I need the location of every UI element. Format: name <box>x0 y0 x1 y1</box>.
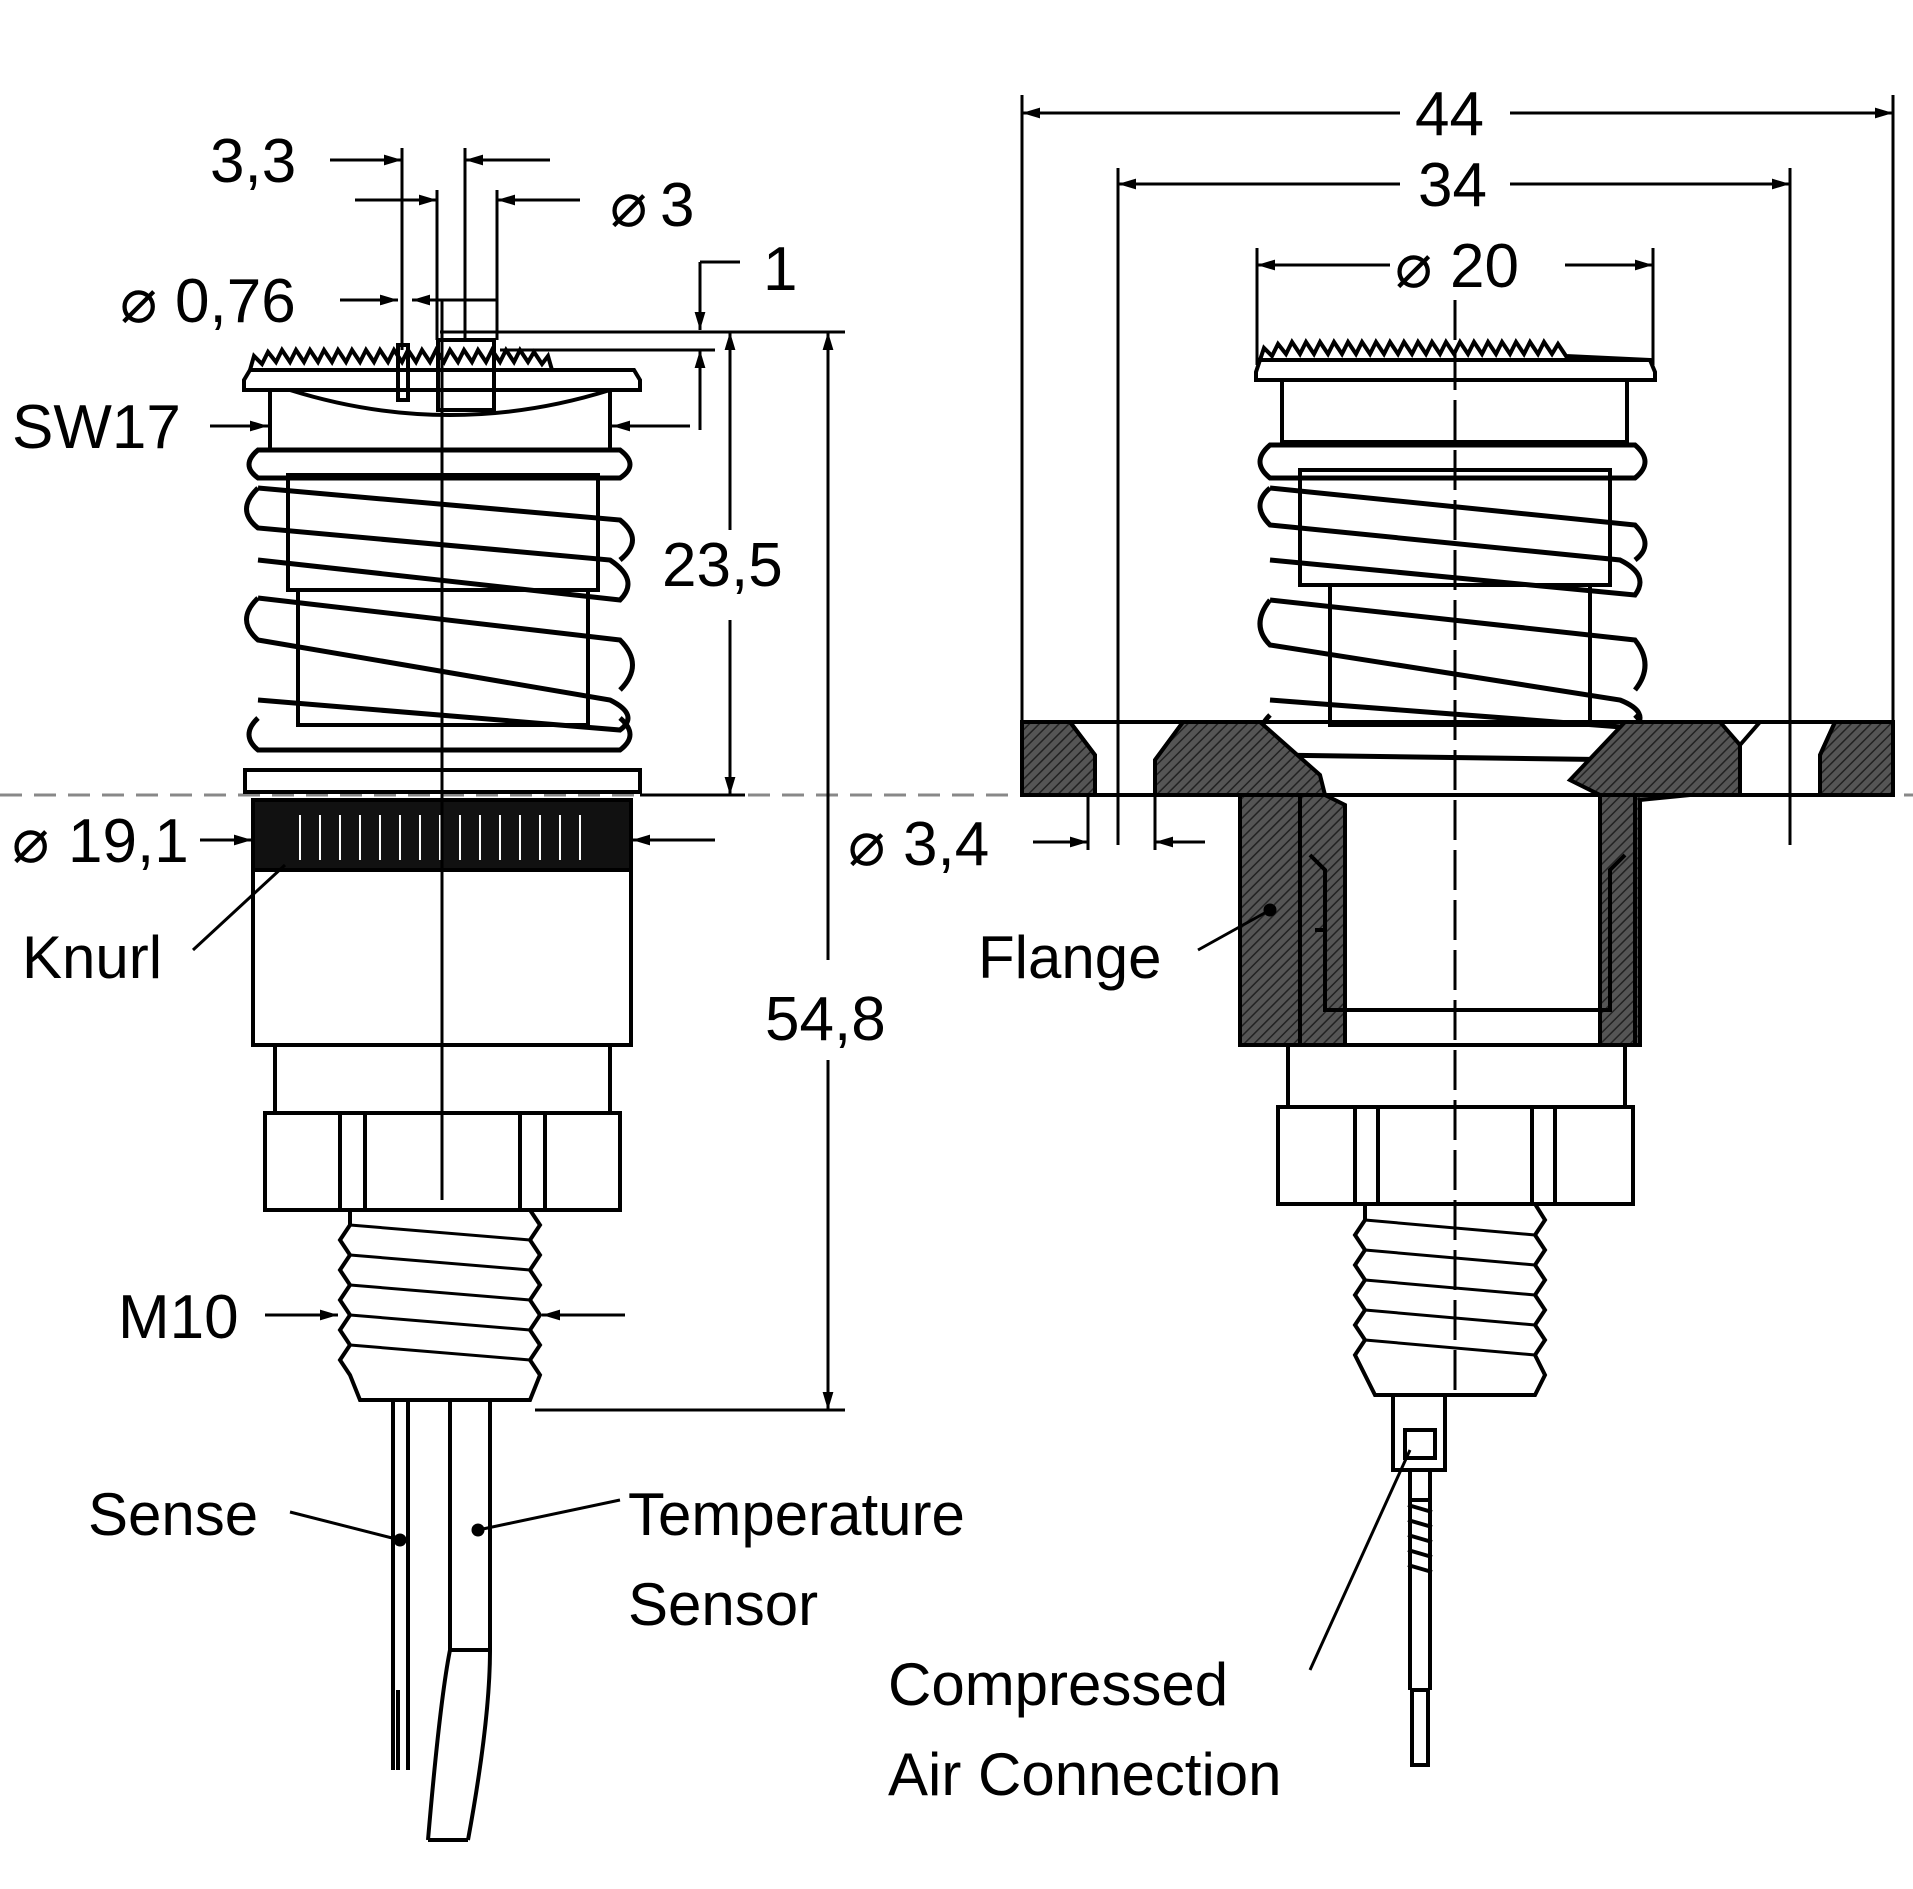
right-crown <box>1258 338 1651 362</box>
right-view <box>1020 300 1895 1767</box>
dim-dia-20: 20 <box>1450 232 1519 301</box>
dia-symbol: ⌀ <box>1395 232 1432 301</box>
label-temperature-line2: Sensor <box>628 1571 818 1638</box>
sense-leader <box>289 1510 401 1542</box>
label-flange: Flange <box>978 924 1161 991</box>
left-thread <box>337 1208 543 1402</box>
right-labels: 44 34 ⌀ 20 ⌀ 3,4 Flange Compressed Air C… <box>848 80 1519 1808</box>
dim-dia-3-4: 3,4 <box>903 810 989 879</box>
dia-symbol: ⌀ <box>12 807 49 876</box>
right-air-fitting <box>1391 1393 1447 1472</box>
dim-34: 34 <box>1418 151 1487 220</box>
dim-44: 44 <box>1415 80 1484 149</box>
dim-sw17: SW17 <box>12 393 181 462</box>
dim-54-8: 54,8 <box>765 985 886 1054</box>
dim-1: 1 <box>763 235 797 304</box>
label-air-line1: Compressed <box>888 1651 1228 1718</box>
dim-3-3: 3,3 <box>210 127 296 196</box>
label-sense: Sense <box>88 1481 258 1548</box>
right-dimensions <box>1020 95 1895 1671</box>
left-dimensions <box>191 148 845 1547</box>
dim-23-5: 23,5 <box>662 531 783 600</box>
right-thread <box>1352 1202 1548 1397</box>
label-air-line2: Air Connection <box>888 1741 1282 1808</box>
left-view <box>242 300 642 1842</box>
left-knurl-lines <box>299 815 581 860</box>
dia-symbol: ⌀ <box>610 171 647 240</box>
right-flange-section <box>1020 720 1895 1047</box>
dim-m10: M10 <box>118 1283 239 1352</box>
left-concave-top <box>289 388 611 417</box>
right-spring <box>1257 442 1648 763</box>
knurl-leader <box>191 863 287 952</box>
left-wires <box>391 1400 492 1842</box>
dia-symbol: ⌀ <box>848 810 885 879</box>
dim-dia-3: 3 <box>660 171 694 240</box>
left-crown <box>248 346 554 371</box>
dia-symbol: ⌀ <box>120 267 157 336</box>
left-labels: 3,3 ⌀ 3 1 ⌀ 0,76 SW17 23,5 ⌀ 19,1 Knurl … <box>12 127 965 1638</box>
left-spring <box>244 447 635 753</box>
flange-leader <box>1197 908 1271 952</box>
label-temperature-line1: Temperature <box>628 1481 965 1548</box>
air-leader <box>1308 1449 1412 1671</box>
label-knurl: Knurl <box>22 924 162 991</box>
dim-dia-19-1: 19,1 <box>68 807 189 876</box>
dim-dia-0-76: 0,76 <box>175 267 296 336</box>
temp-leader <box>477 1498 621 1532</box>
